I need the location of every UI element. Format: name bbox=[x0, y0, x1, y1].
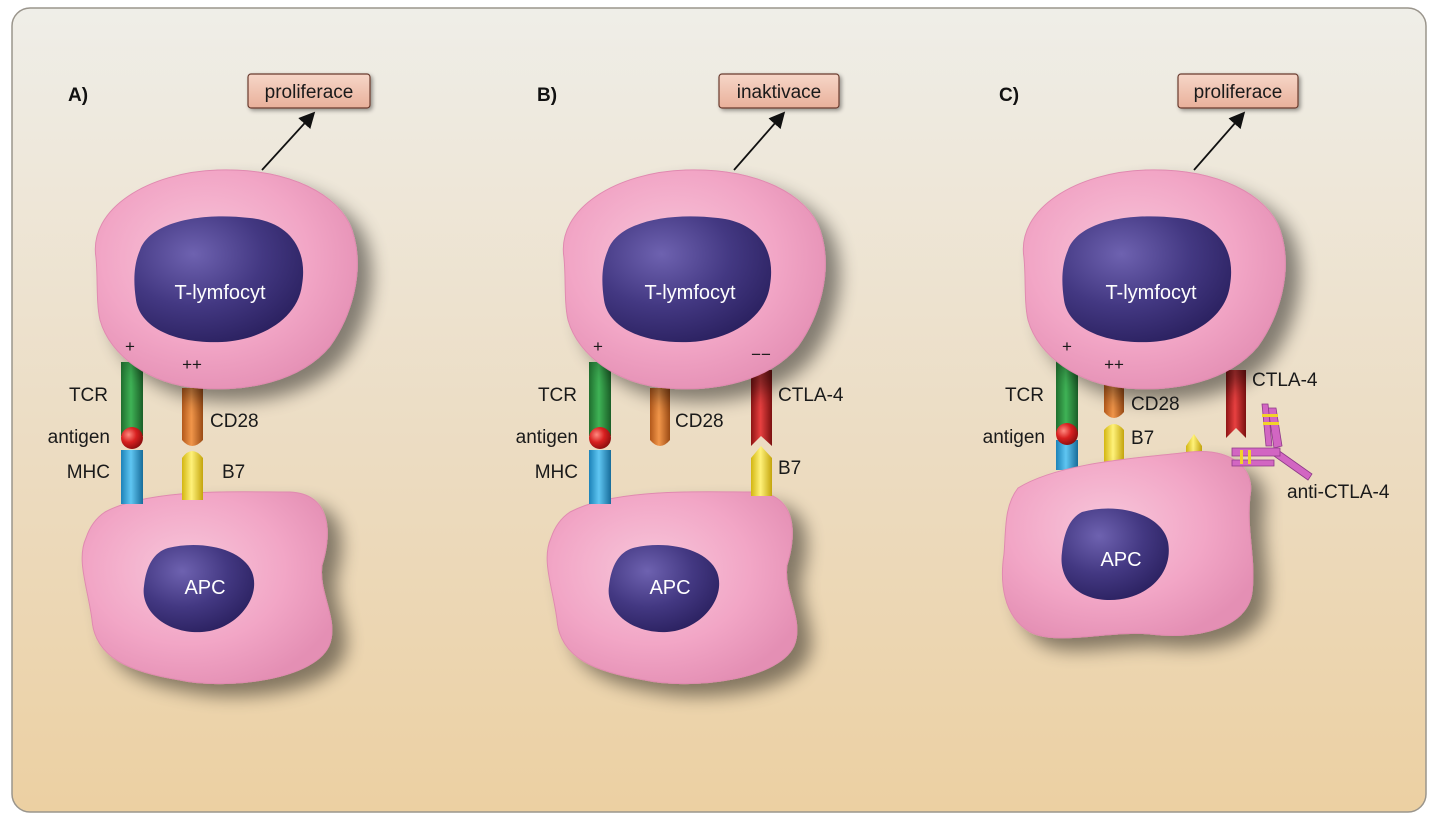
outcome-box: proliferace bbox=[247, 73, 371, 109]
ctla4-label: CTLA-4 bbox=[778, 385, 844, 406]
costim-signal-sign: ++ bbox=[182, 355, 202, 374]
t-cell-label: T-lymfocyt bbox=[644, 282, 736, 304]
tcr-label: TCR bbox=[538, 385, 577, 406]
t-cell-label: T-lymfocyt bbox=[174, 282, 266, 304]
b7-label: B7 bbox=[1131, 428, 1154, 449]
outcome-arrow bbox=[733, 111, 786, 171]
b7-ligand bbox=[751, 446, 772, 496]
tcr-receptor bbox=[589, 362, 611, 436]
ctla4-receptor bbox=[751, 370, 772, 446]
cd28-label: CD28 bbox=[1131, 394, 1180, 415]
outcome-label: proliferace bbox=[265, 82, 354, 103]
antigen-label: antigen bbox=[983, 427, 1045, 448]
mhc-molecule bbox=[121, 450, 143, 504]
mhc-label: MHC bbox=[67, 462, 110, 483]
apc-nucleus bbox=[143, 545, 255, 633]
panel-letter: C) bbox=[999, 85, 1019, 106]
outcome-box: proliferace bbox=[1177, 73, 1299, 109]
cd28-receptor bbox=[182, 388, 203, 446]
costim-signal-sign: ++ bbox=[1104, 355, 1124, 374]
antigen bbox=[121, 427, 143, 449]
b7-label: B7 bbox=[778, 458, 801, 479]
antigen-label: antigen bbox=[516, 427, 578, 448]
mhc-molecule bbox=[1056, 440, 1078, 470]
anti-ctla4-antibody bbox=[1231, 403, 1313, 481]
cd28-receptor bbox=[650, 388, 670, 446]
panel-c: C) proliferace APC bbox=[983, 73, 1390, 639]
t-cell-nucleus bbox=[1062, 216, 1232, 343]
tcr-signal-sign: + bbox=[1062, 337, 1072, 356]
apc-nucleus bbox=[608, 545, 720, 633]
apc-label: APC bbox=[184, 577, 225, 599]
panel-a: A) proliferace APC T-lymfocyt + ++ TCR a… bbox=[48, 73, 371, 685]
mhc-label: MHC bbox=[535, 462, 578, 483]
panel-letter: B) bbox=[537, 85, 557, 106]
panel-b: B) inaktivace APC T-lymfocyt + −− TCR an… bbox=[516, 73, 844, 685]
tcr-label: TCR bbox=[1005, 385, 1044, 406]
outcome-arrow bbox=[261, 111, 316, 171]
b7-ligand bbox=[1104, 424, 1124, 468]
b7-ligand bbox=[182, 451, 203, 500]
tcr-label: TCR bbox=[69, 385, 108, 406]
ctla4-label: CTLA-4 bbox=[1252, 370, 1318, 391]
ctla4-receptor bbox=[1226, 370, 1246, 438]
tcr-receptor bbox=[1056, 360, 1078, 434]
b7-label: B7 bbox=[222, 462, 245, 483]
antigen bbox=[589, 427, 611, 449]
cd28-label: CD28 bbox=[675, 411, 724, 432]
apc-label: APC bbox=[649, 577, 690, 599]
panel-letter: A) bbox=[68, 85, 88, 106]
t-cell-nucleus bbox=[134, 216, 304, 343]
antigen-label: antigen bbox=[48, 427, 110, 448]
tcr-signal-sign: + bbox=[593, 337, 603, 356]
cd28-receptor bbox=[1104, 385, 1124, 418]
outcome-box: inaktivace bbox=[718, 73, 840, 109]
tcr-receptor bbox=[121, 362, 143, 436]
t-cell-label: T-lymfocyt bbox=[1105, 282, 1197, 304]
outcome-arrow bbox=[1193, 111, 1246, 171]
apc-nucleus bbox=[1061, 508, 1169, 600]
anti-ctla4-label: anti-CTLA-4 bbox=[1287, 482, 1390, 503]
mhc-molecule bbox=[589, 450, 611, 504]
tcr-signal-sign: + bbox=[125, 337, 135, 356]
outcome-label: inaktivace bbox=[737, 82, 822, 103]
outcome-label: proliferace bbox=[1194, 82, 1283, 103]
t-cell-nucleus bbox=[602, 216, 772, 343]
apc-label: APC bbox=[1100, 549, 1141, 571]
figure-background bbox=[11, 7, 1427, 813]
inhibitory-signal-sign: −− bbox=[751, 345, 771, 364]
cd28-label: CD28 bbox=[210, 411, 259, 432]
antigen bbox=[1056, 423, 1078, 445]
